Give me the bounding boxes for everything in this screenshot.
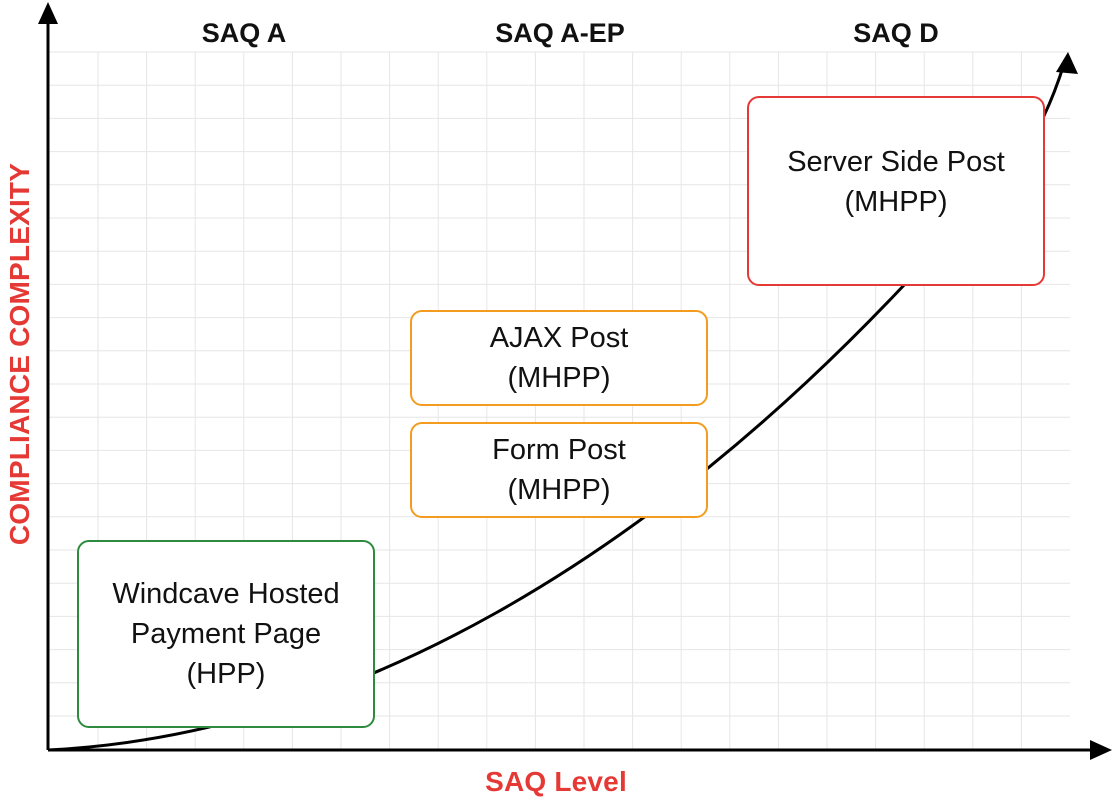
box-form-post: Form Post (MHPP) [410,422,708,518]
x-axis-title: SAQ Level [485,766,627,797]
x-axis-arrow-icon [1090,740,1112,760]
column-label-saq-a: SAQ A [201,18,287,48]
box-ajax-post-label: AJAX Post (MHPP) [489,322,629,394]
column-label-saq-d: SAQ D [853,18,939,48]
box-server-side-post: Server Side Post (MHPP) [747,96,1045,286]
box-windcave-hpp: Windcave Hosted Payment Page (HPP) [77,540,375,728]
y-axis-title: COMPLIANCE COMPLEXITY [4,162,35,546]
box-ajax-post: AJAX Post (MHPP) [410,310,708,406]
y-axis-arrow-icon [38,2,58,24]
column-label-saq-a-ep: SAQ A-EP [495,18,625,48]
box-windcave-hpp-label: Windcave Hosted Payment Page (HPP) [112,578,340,690]
curve-arrow-icon [1056,52,1078,74]
box-form-post-label: Form Post (MHPP) [492,434,626,506]
box-server-side-post-label: Server Side Post (MHPP) [787,146,1005,218]
